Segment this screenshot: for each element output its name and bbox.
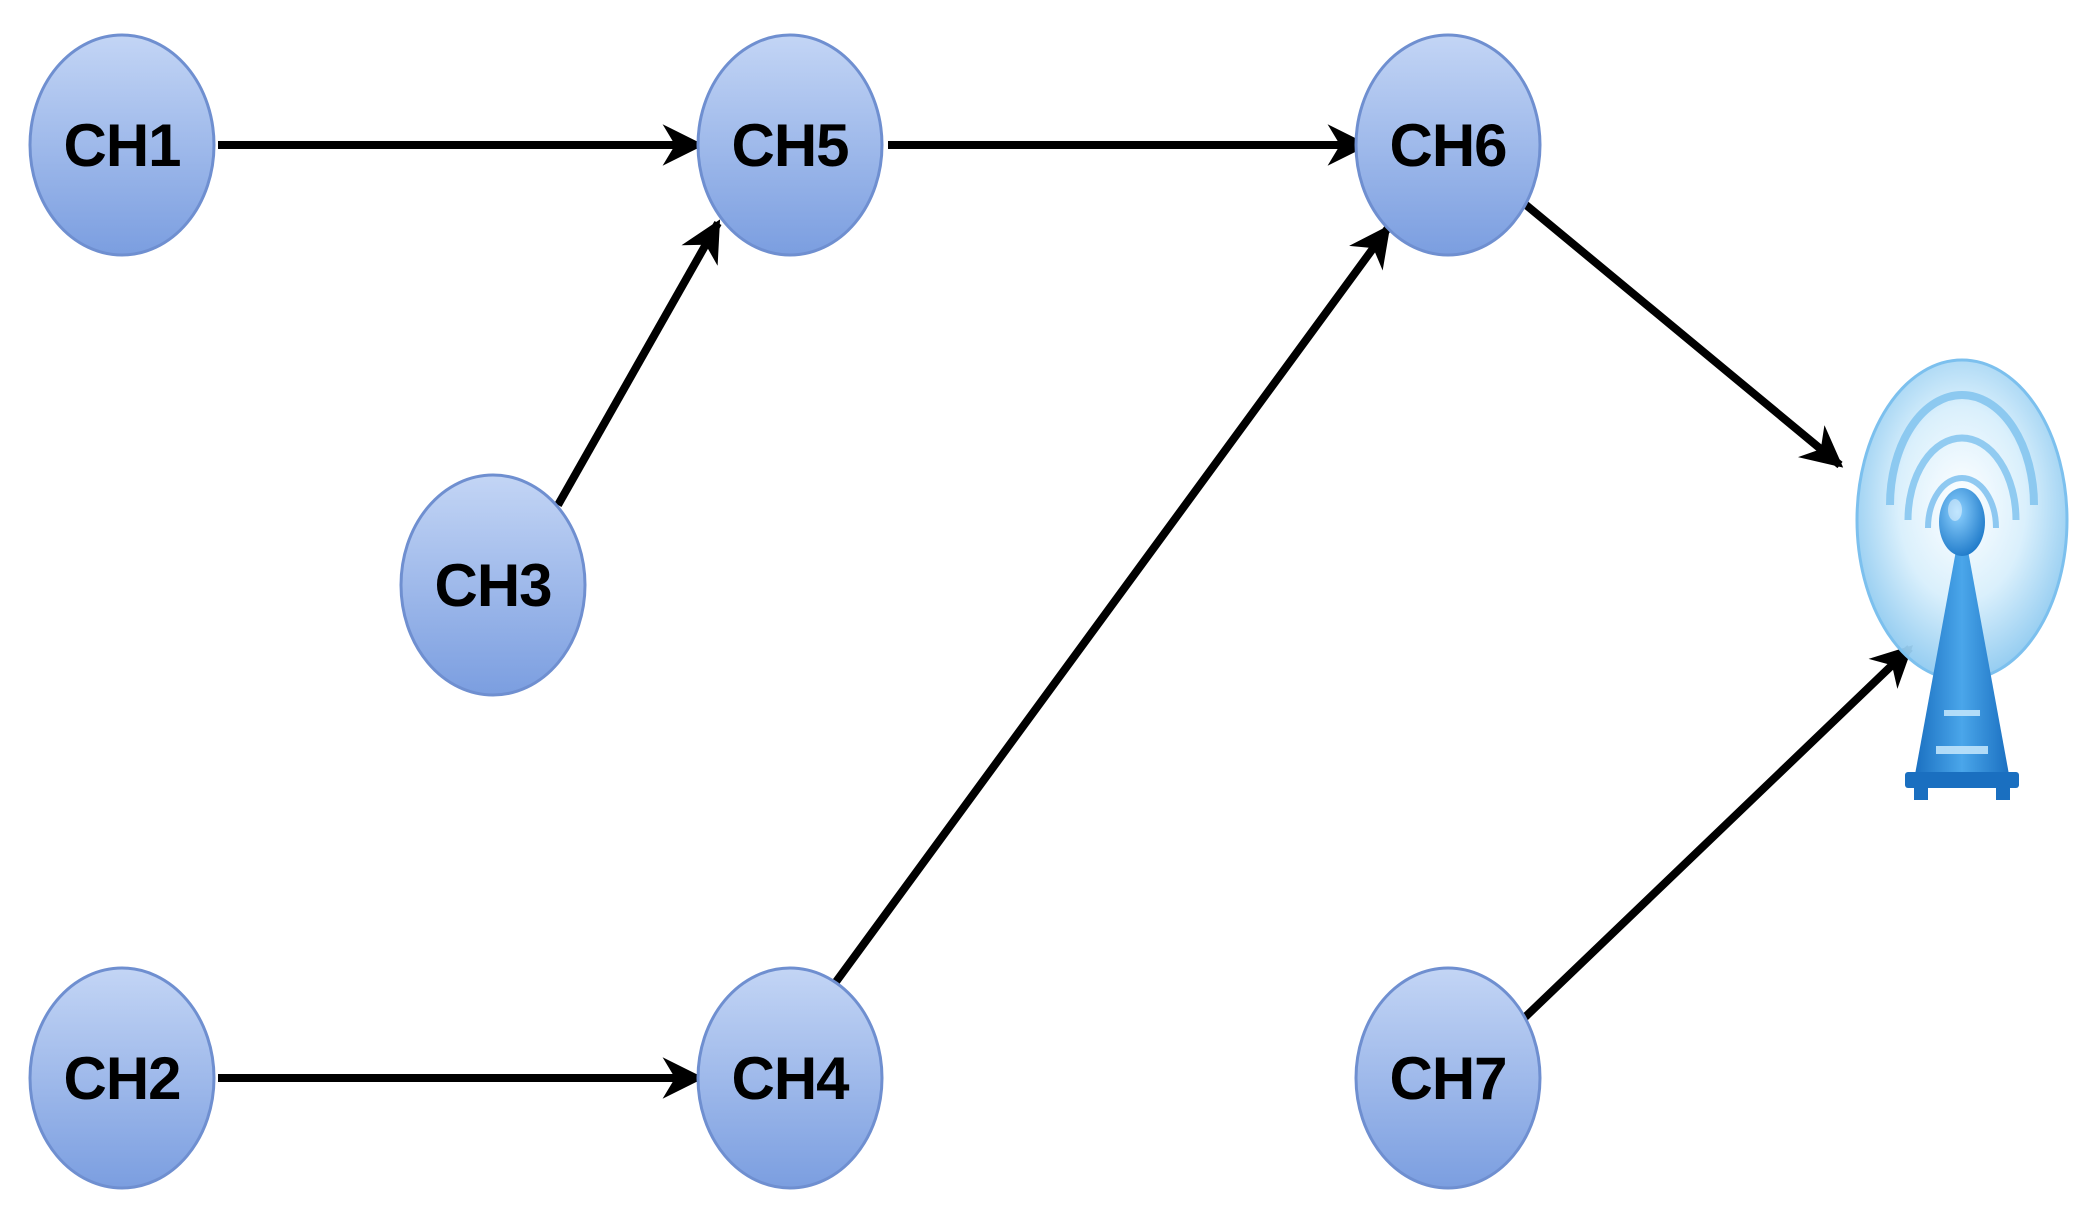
node-circle: [399, 473, 587, 697]
edge-ch4-to-ch6: [826, 224, 1392, 993]
node-label: CH3: [434, 552, 551, 619]
node-label: CH2: [63, 1045, 180, 1112]
node-ch4: CH4: [696, 966, 884, 1190]
node-ch1: CH1: [28, 33, 216, 257]
node-ch3: CH3: [399, 473, 587, 697]
edge-ch6-to-base-station: [1517, 196, 1844, 469]
node-ch5: CH5: [696, 33, 884, 257]
node-label: CH7: [1389, 1045, 1506, 1112]
node-label: CH4: [731, 1045, 850, 1112]
node-ch7: CH7: [1354, 966, 1542, 1190]
node-circle: [696, 966, 884, 1190]
node-label: CH6: [1389, 112, 1506, 179]
node-label: CH5: [731, 112, 848, 179]
node-circle: [1354, 33, 1542, 257]
node-circle: [28, 33, 216, 257]
edge-ch3-to-ch5: [554, 219, 722, 507]
radio-tower-icon: [1855, 358, 2069, 800]
edges: [218, 124, 1914, 1099]
edge-ch7-to-base-station: [1517, 645, 1914, 1025]
node-circle: [696, 33, 884, 257]
node-circle: [28, 966, 216, 1190]
node-circle: [1354, 966, 1542, 1190]
node-ch6: CH6: [1354, 33, 1542, 257]
node-ch2: CH2: [28, 966, 216, 1190]
node-label: CH1: [63, 112, 180, 179]
